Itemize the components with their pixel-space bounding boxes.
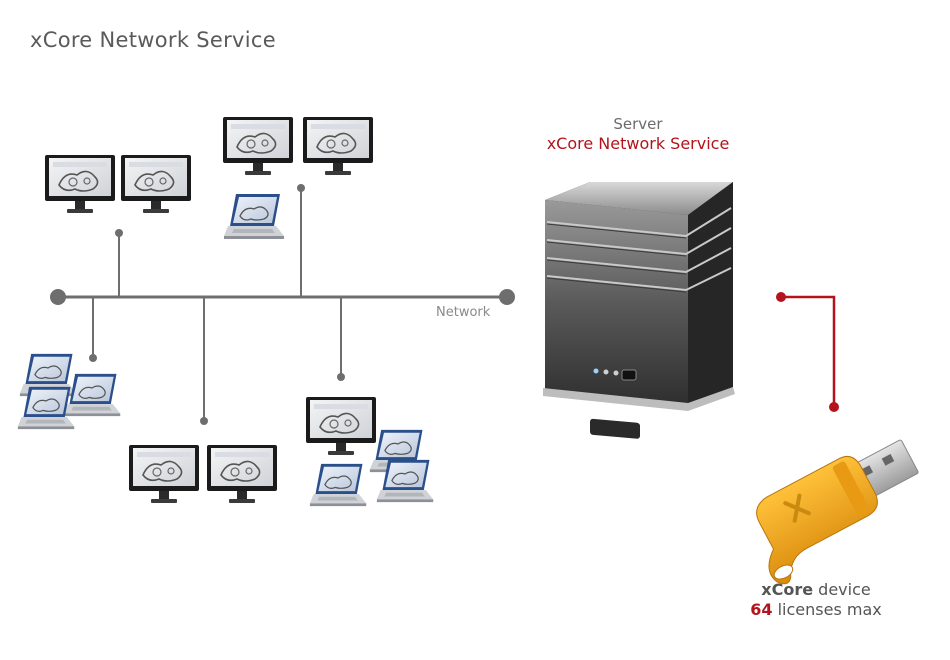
monitor-icon: [120, 155, 192, 214]
license-count: 64: [750, 600, 773, 619]
network-label: Network: [436, 305, 491, 320]
dongle-connection: [776, 292, 839, 412]
monitor-icon: [222, 117, 294, 176]
device-label-line1: xCore device: [726, 580, 906, 600]
laptop-icon: [63, 373, 121, 417]
workstation-group-bottom-right: [305, 397, 434, 507]
page-title: xCore Network Service: [30, 28, 276, 52]
monitor-icon: [128, 445, 200, 504]
device-label: xCore device 64 licenses max: [726, 580, 906, 620]
server-label-line1: Server: [613, 115, 663, 133]
network-branches: [92, 188, 342, 421]
workstation-group-top-left: [44, 155, 192, 214]
network-nodes: [50, 184, 515, 425]
laptop-icon: [223, 193, 285, 240]
workstation-group-left: [17, 353, 121, 430]
license-count-rest: licenses max: [772, 600, 882, 619]
laptop-icon: [309, 463, 367, 507]
device-name-rest: device: [813, 580, 871, 599]
device-name-bold: xCore: [761, 580, 814, 599]
server-label: Server xCore Network Service: [530, 115, 746, 153]
server-label-line2: xCore Network Service: [546, 134, 730, 153]
monitor-icon: [302, 117, 374, 176]
usb-dongle-icon: [756, 439, 919, 585]
monitor-icon: [44, 155, 116, 214]
monitor-icon: [305, 397, 377, 456]
workstation-group-top-center: [222, 117, 374, 240]
device-label-line2: 64 licenses max: [726, 600, 906, 620]
workstation-group-bottom-center: [128, 445, 278, 504]
monitor-icon: [206, 445, 278, 504]
server-icon: [543, 182, 735, 439]
